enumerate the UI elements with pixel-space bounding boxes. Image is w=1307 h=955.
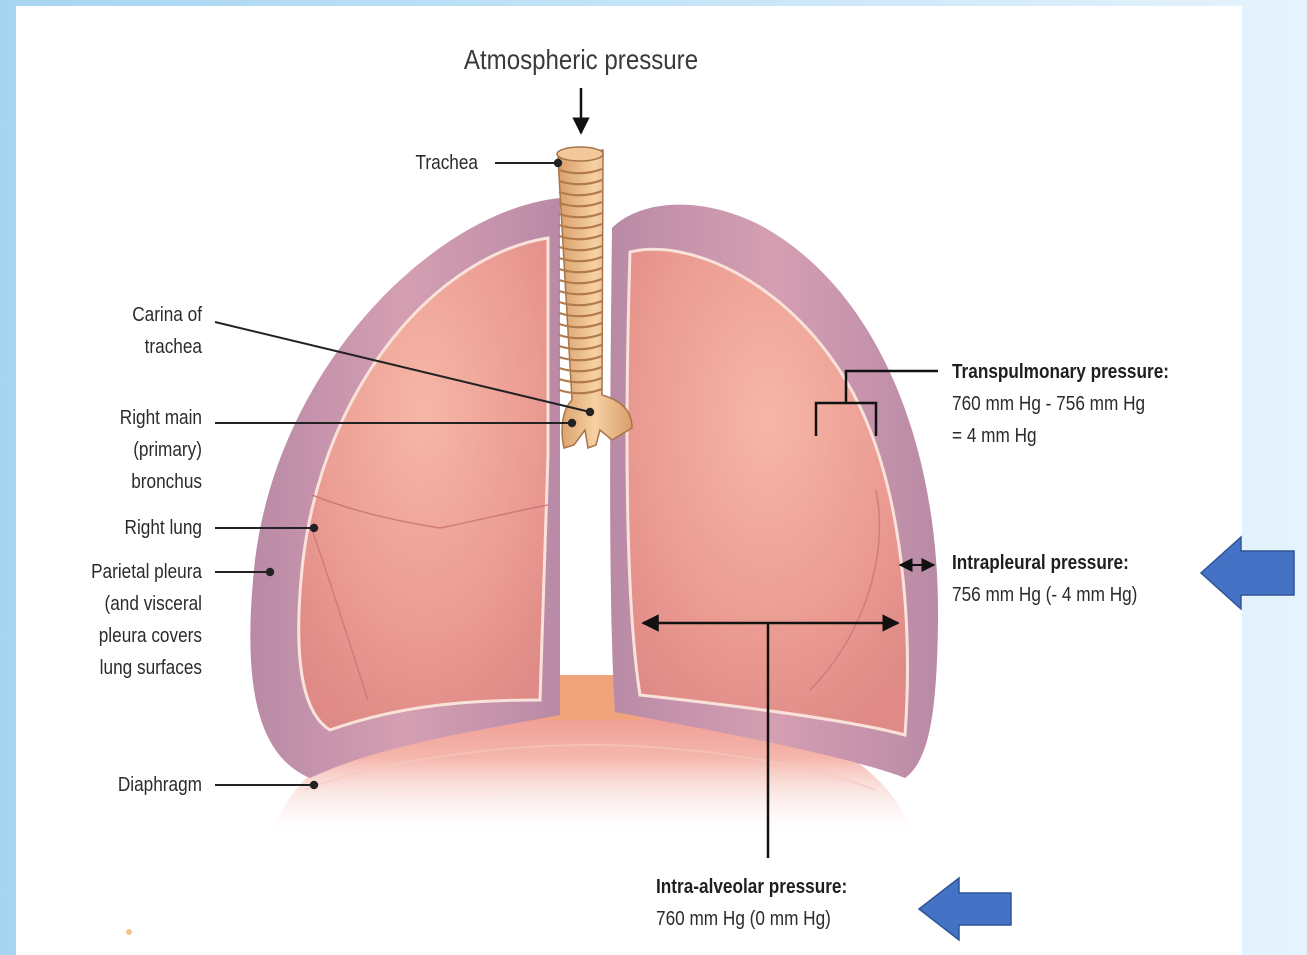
- bronchus-label: Right main (primary) bronchus: [63, 402, 202, 498]
- right-lung: [250, 198, 560, 778]
- pleura-label: Parietal pleura (and visceral pleura cov…: [45, 556, 202, 684]
- intrapleural-value: 756 mm Hg (- 4 mm Hg): [952, 579, 1137, 611]
- pleura-label-line: pleura covers: [45, 620, 202, 652]
- highlight-arrow-intra-alveolar: [919, 878, 1011, 940]
- carina-label-line: Carina of: [63, 299, 202, 331]
- diagram-title: Atmospheric pressure: [456, 44, 705, 76]
- intra-alveolar-label: Intra-alveolar pressure: 760 mm Hg (0 mm…: [656, 871, 847, 935]
- transpulmonary-heading: Transpulmonary pressure:: [952, 361, 1169, 383]
- right-lung-label: Right lung: [63, 512, 202, 544]
- bronchus-label-line: Right main: [63, 402, 202, 434]
- diaphragm-label: Diaphragm: [63, 769, 202, 801]
- transpulmonary-line2: = 4 mm Hg: [952, 420, 1169, 452]
- stray-dot: [126, 929, 132, 935]
- intra-alveolar-value: 760 mm Hg (0 mm Hg): [656, 903, 847, 935]
- intra-alveolar-heading: Intra-alveolar pressure:: [656, 876, 847, 898]
- pleura-label-line: Parietal pleura: [45, 556, 202, 588]
- bronchus-label-line: bronchus: [63, 466, 202, 498]
- transpulmonary-label: Transpulmonary pressure: 760 mm Hg - 756…: [952, 356, 1169, 452]
- carina-label-line: trachea: [63, 331, 202, 363]
- pleura-label-line: (and visceral: [45, 588, 202, 620]
- pleura-label-line: lung surfaces: [45, 652, 202, 684]
- left-lung: [610, 205, 938, 778]
- highlight-arrow-intrapleural: [1201, 537, 1294, 609]
- carina-label: Carina of trachea: [63, 299, 202, 363]
- transpulmonary-line1: 760 mm Hg - 756 mm Hg: [952, 388, 1169, 420]
- intrapleural-label: Intrapleural pressure: 756 mm Hg (- 4 mm…: [952, 547, 1137, 611]
- intrapleural-heading: Intrapleural pressure:: [952, 552, 1129, 574]
- bronchus-label-line: (primary): [63, 434, 202, 466]
- trachea-label: Trachea: [351, 147, 478, 179]
